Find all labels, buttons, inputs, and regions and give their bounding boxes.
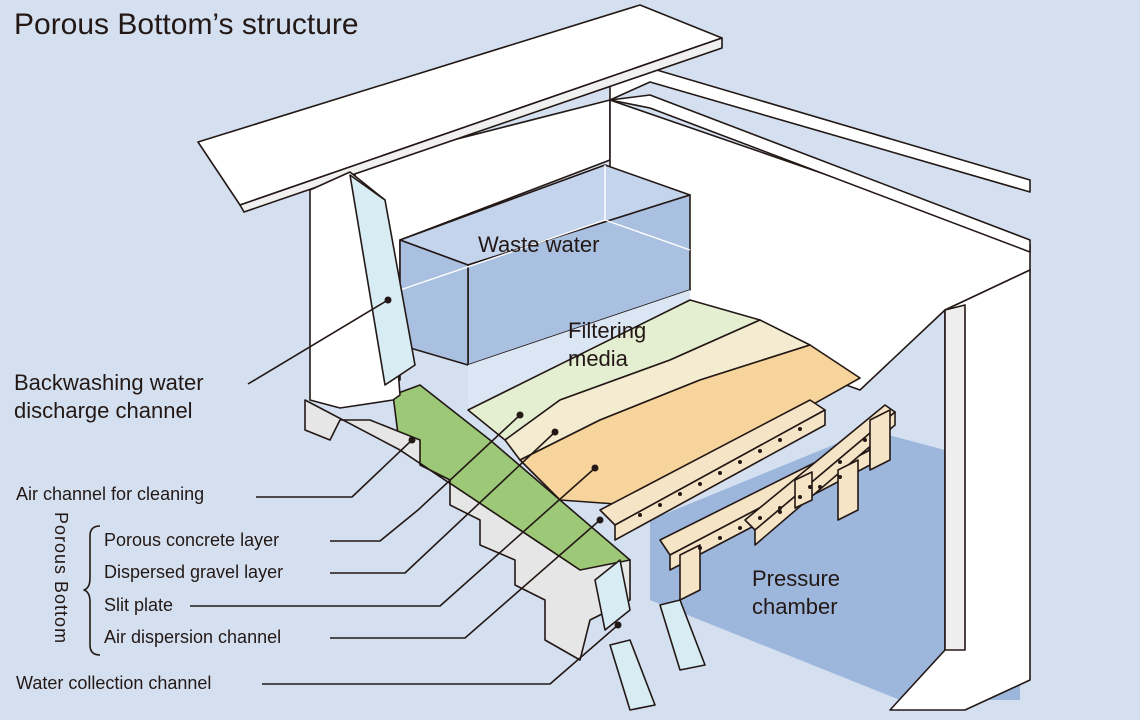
glass-piece-2 bbox=[659, 599, 706, 671]
label-porous-concrete: Porous concrete layer bbox=[104, 530, 280, 550]
filter-layer-bottom bbox=[519, 344, 861, 506]
label-pressure-chamber-1: Pressure bbox=[752, 566, 841, 591]
beam-holes bbox=[638, 427, 867, 550]
label-filtering-media-2: media bbox=[568, 346, 628, 371]
page-title: Porous Bottom’s structure bbox=[14, 8, 359, 41]
top-rail-2 bbox=[609, 94, 1031, 253]
label-pressure-chamber-2: chamber bbox=[752, 594, 838, 619]
right-front-wall-edge bbox=[944, 304, 966, 651]
leader-lines bbox=[190, 299, 619, 685]
label-porous-bottom-group: Porous Bottom bbox=[51, 512, 71, 645]
label-water-collection: Water collection channel bbox=[16, 673, 212, 693]
pressure-chamber-floor bbox=[650, 430, 1020, 700]
label-waste-water: Waste water bbox=[478, 232, 600, 257]
label-filtering-media-1: Filtering bbox=[568, 318, 647, 343]
group-bracket bbox=[83, 525, 101, 656]
label-slit-plate: Slit plate bbox=[104, 595, 174, 615]
label-backwashing-2: discharge channel bbox=[14, 398, 193, 423]
label-backwashing-1: Backwashing water bbox=[14, 370, 204, 395]
glass-piece-1 bbox=[594, 559, 631, 631]
label-air-channel: Air channel for cleaning bbox=[16, 484, 205, 504]
label-air-dispersion: Air dispersion channel bbox=[104, 627, 282, 647]
backwash-channel-glass bbox=[349, 174, 416, 386]
waste-water-lower bbox=[468, 290, 690, 410]
leader-dots bbox=[384, 296, 622, 629]
roof-slab-front bbox=[239, 37, 723, 213]
foundation bbox=[304, 399, 631, 661]
glass-piece-3 bbox=[609, 639, 656, 711]
label-dispersed-gravel: Dispersed gravel layer bbox=[104, 562, 284, 582]
